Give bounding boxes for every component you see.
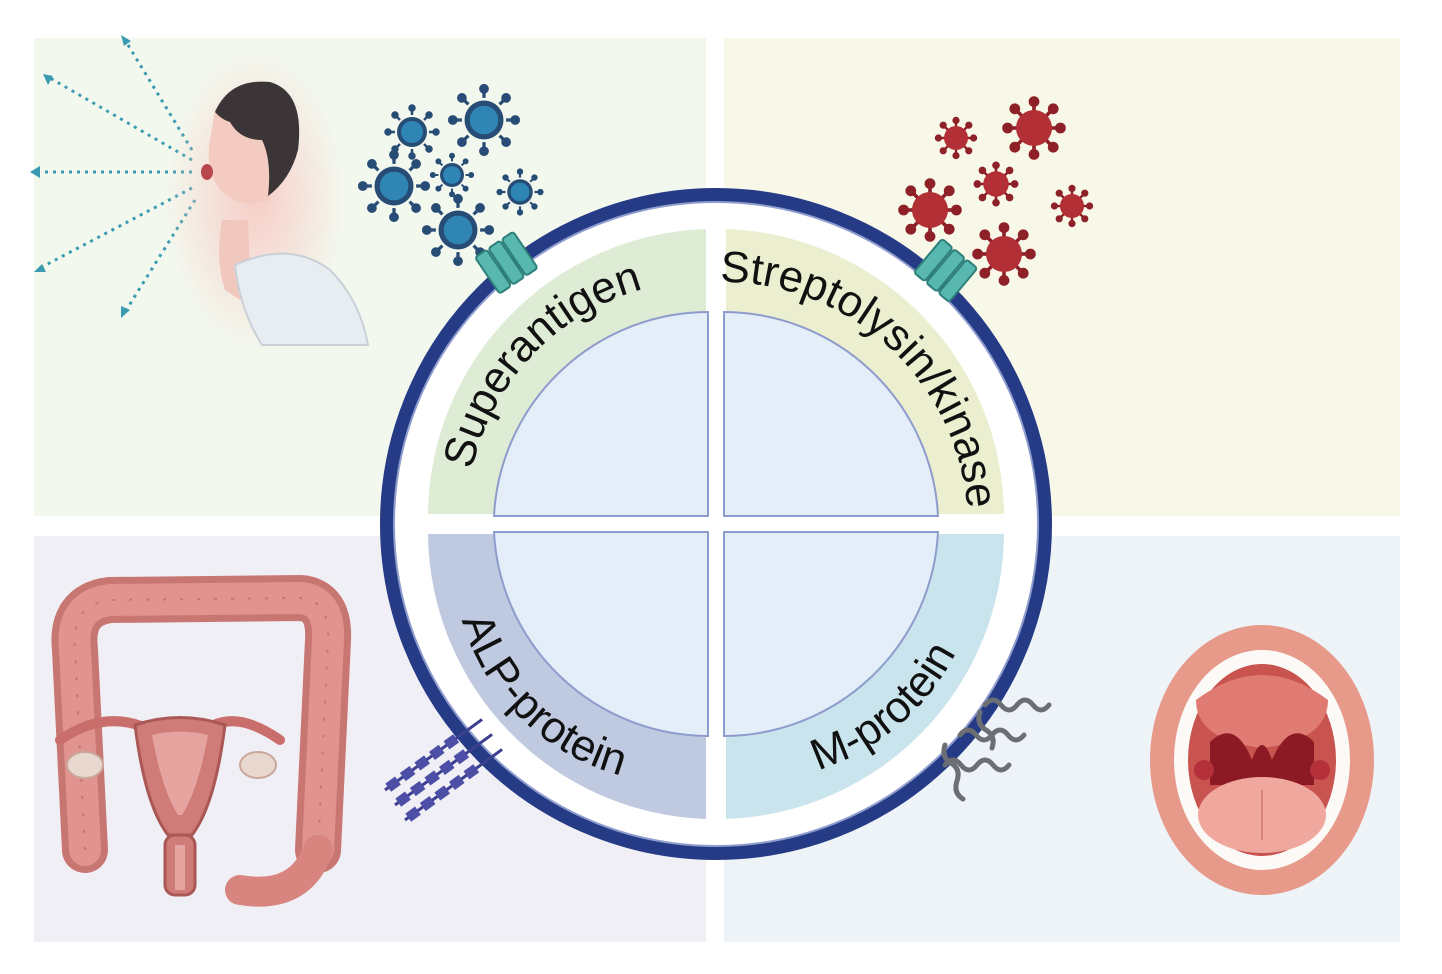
open-mouth-throat-icon (1150, 625, 1374, 895)
alp-protein-fiber-icon (384, 718, 503, 822)
person-sneezing-icon (30, 35, 370, 350)
blue-virus-icon (357, 83, 544, 267)
membrane-receptor-icon (475, 231, 538, 294)
central-circle: Superantigen Streptolysin/kinase ALP-pro… (380, 188, 1052, 860)
inner-quadrant (723, 310, 940, 517)
m-protein-fiber-icon (941, 697, 1052, 802)
inner-quadrant (492, 531, 709, 738)
inner-quadrant (492, 310, 709, 517)
red-virus-icon (898, 96, 1094, 286)
inner-quadrant (723, 531, 940, 738)
intestine-and-uterus-icon (51, 575, 352, 907)
membrane-receptor-icon (914, 238, 978, 302)
